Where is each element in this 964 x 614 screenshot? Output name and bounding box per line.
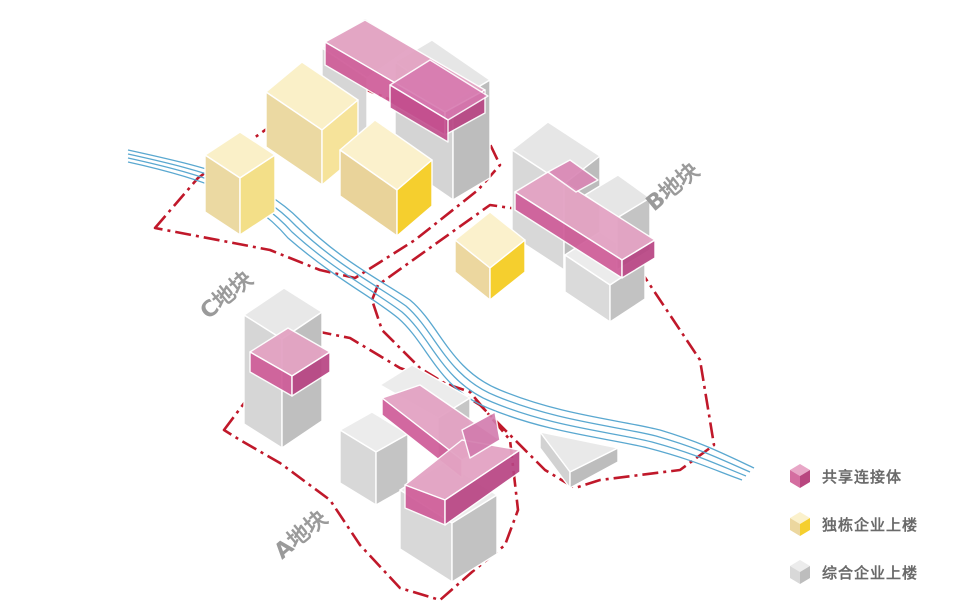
plot-a-buildings bbox=[243, 287, 521, 583]
legend-item-integrated: 综合企业上楼 bbox=[790, 560, 918, 584]
b-yellow-cube bbox=[454, 211, 526, 301]
legend: 共享连接体 独栋企业上楼 综合企业上楼 bbox=[790, 464, 918, 584]
a-pink-connector-left bbox=[249, 327, 331, 397]
legend-label-integrated: 综合企业上楼 bbox=[822, 564, 918, 582]
b-gray-wedge bbox=[539, 431, 619, 489]
a-pink-connector-l-shape bbox=[381, 384, 521, 526]
legend-item-standalone: 独栋企业上楼 bbox=[790, 512, 918, 536]
c-yellow-front bbox=[339, 119, 433, 237]
yellow-cube-icon bbox=[790, 512, 810, 536]
zone-label-b: B地块 bbox=[642, 158, 705, 217]
a-gray-mid bbox=[339, 411, 409, 506]
plot-c-buildings bbox=[204, 17, 491, 237]
c-yellow-left bbox=[204, 131, 276, 236]
pink-cube-icon bbox=[790, 464, 810, 488]
plot-b-buildings bbox=[454, 121, 656, 489]
boundary-a bbox=[222, 326, 520, 602]
legend-label-standalone: 独栋企业上楼 bbox=[822, 516, 918, 534]
c-pink-connector bbox=[324, 19, 489, 143]
gray-cube-icon bbox=[790, 560, 810, 584]
b-pink-connector bbox=[514, 159, 656, 279]
legend-item-shared-connector: 共享连接体 bbox=[790, 464, 902, 488]
zone-label-a: A地块 bbox=[270, 506, 334, 565]
legend-label-shared-connector: 共享连接体 bbox=[822, 468, 902, 486]
